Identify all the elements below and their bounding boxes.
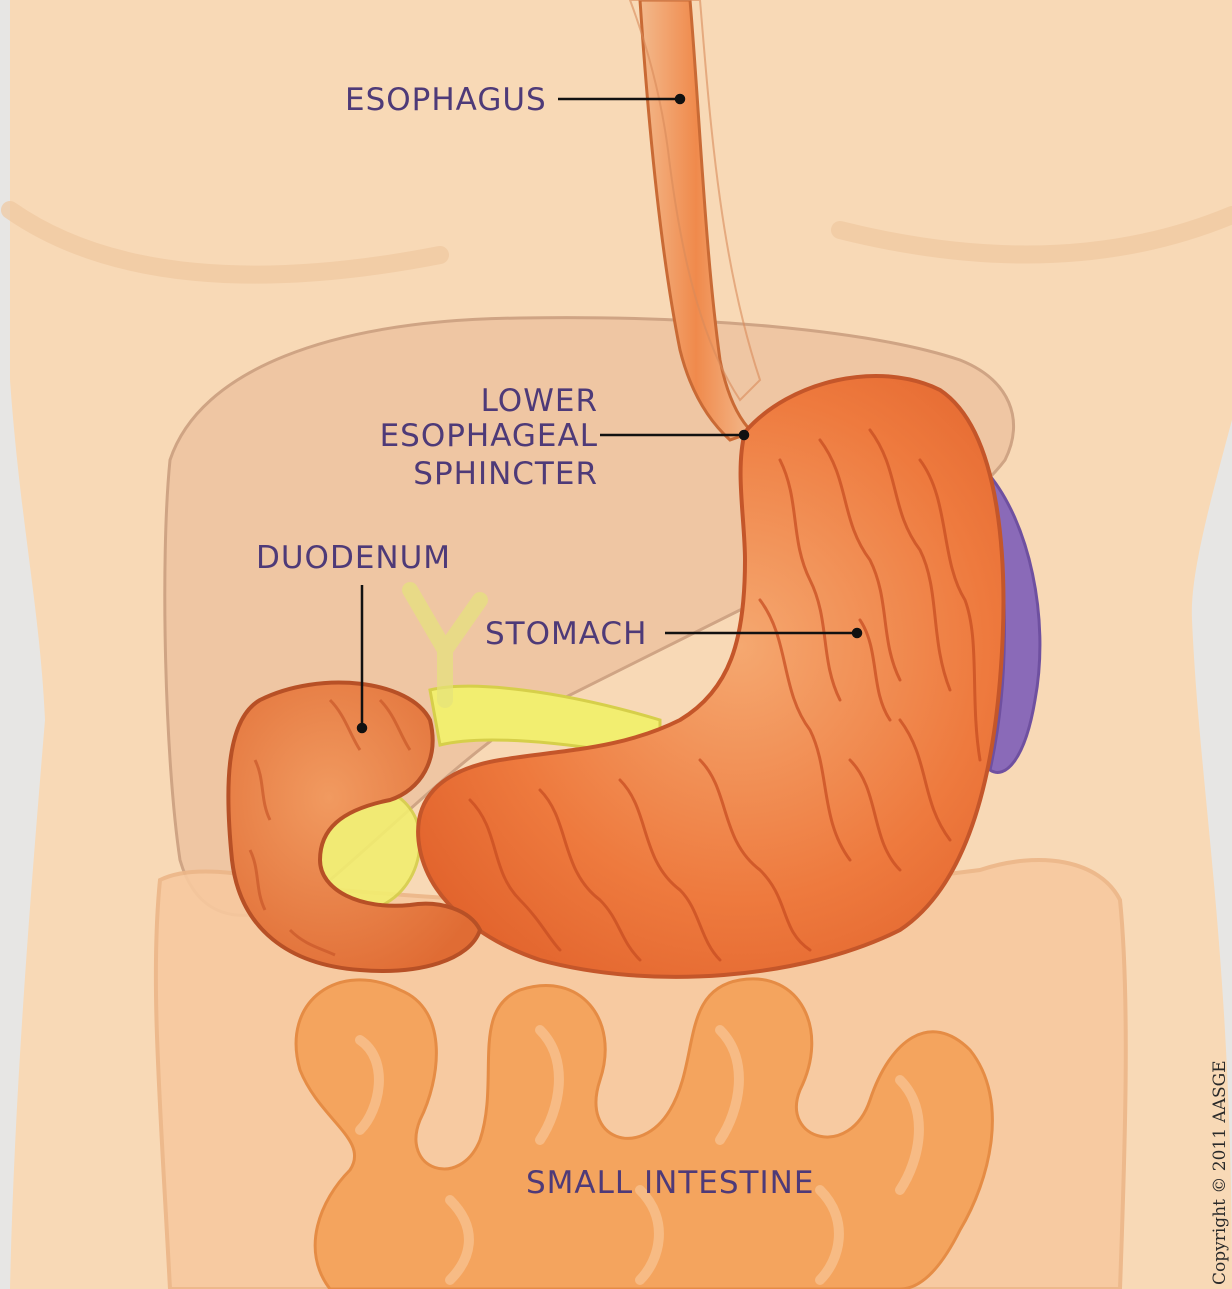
duodenum-label: DUODENUM: [256, 540, 451, 577]
stomach-label: STOMACH: [485, 616, 647, 653]
small-intestine-label: SMALL INTESTINE: [526, 1165, 814, 1202]
copyright-text: Copyright © 2011 AASGE: [1210, 1060, 1230, 1285]
les-label-line2: ESOPHAGEAL: [360, 418, 598, 455]
esophagus-label: ESOPHAGUS: [345, 82, 547, 119]
les-label-line1: LOWER: [440, 383, 598, 420]
les-label-line3: SPHINCTER: [380, 456, 598, 493]
copyright-notice: Copyright © 2011 AASGE: [1200, 985, 1232, 1285]
